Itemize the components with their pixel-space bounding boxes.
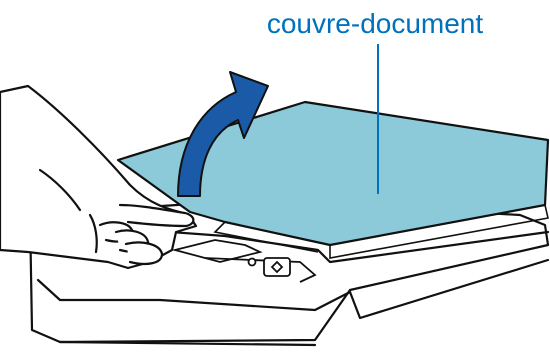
- scan-button-symbol: [270, 260, 284, 274]
- hand: [0, 84, 198, 270]
- scan-button: [263, 257, 291, 277]
- power-led: [247, 257, 257, 267]
- knuckle-crease: [88, 213, 98, 254]
- thumb: [118, 203, 195, 228]
- cover-edge: [329, 204, 549, 259]
- document-cover-label: couvre-document: [266, 8, 484, 39]
- scanner-right-side-line: [348, 258, 550, 320]
- open-direction-arrow: [177, 71, 269, 197]
- control-panel: [171, 239, 317, 283]
- finger-3: [124, 241, 164, 265]
- lid-handle: [171, 239, 263, 263]
- cover-front-edge: [213, 221, 319, 253]
- scanner-front-face-line: [36, 278, 352, 312]
- wrist-crease: [38, 168, 82, 212]
- document-cover: [116, 100, 550, 247]
- scanner-bottom-edge: [58, 340, 317, 347]
